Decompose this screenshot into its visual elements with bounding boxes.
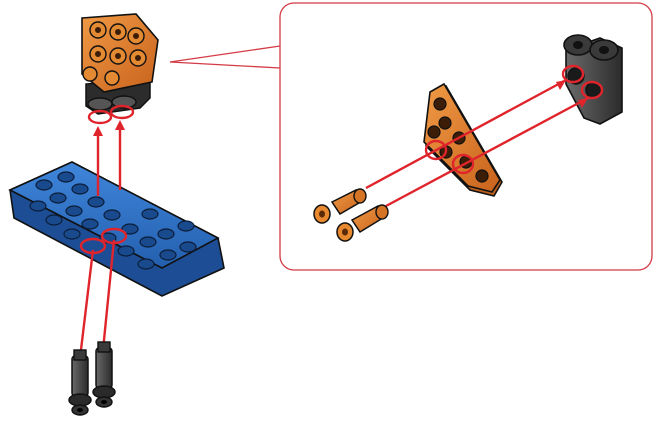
- callout-leader-line: [170, 46, 280, 62]
- blue-plate: [10, 162, 224, 296]
- gray-standoff-pins: [69, 342, 115, 415]
- gray-pin: [69, 350, 91, 415]
- orange-angled-connector: [82, 14, 158, 123]
- gray-pin: [93, 342, 115, 407]
- callout: [170, 3, 652, 270]
- callout-leader-line: [170, 62, 280, 68]
